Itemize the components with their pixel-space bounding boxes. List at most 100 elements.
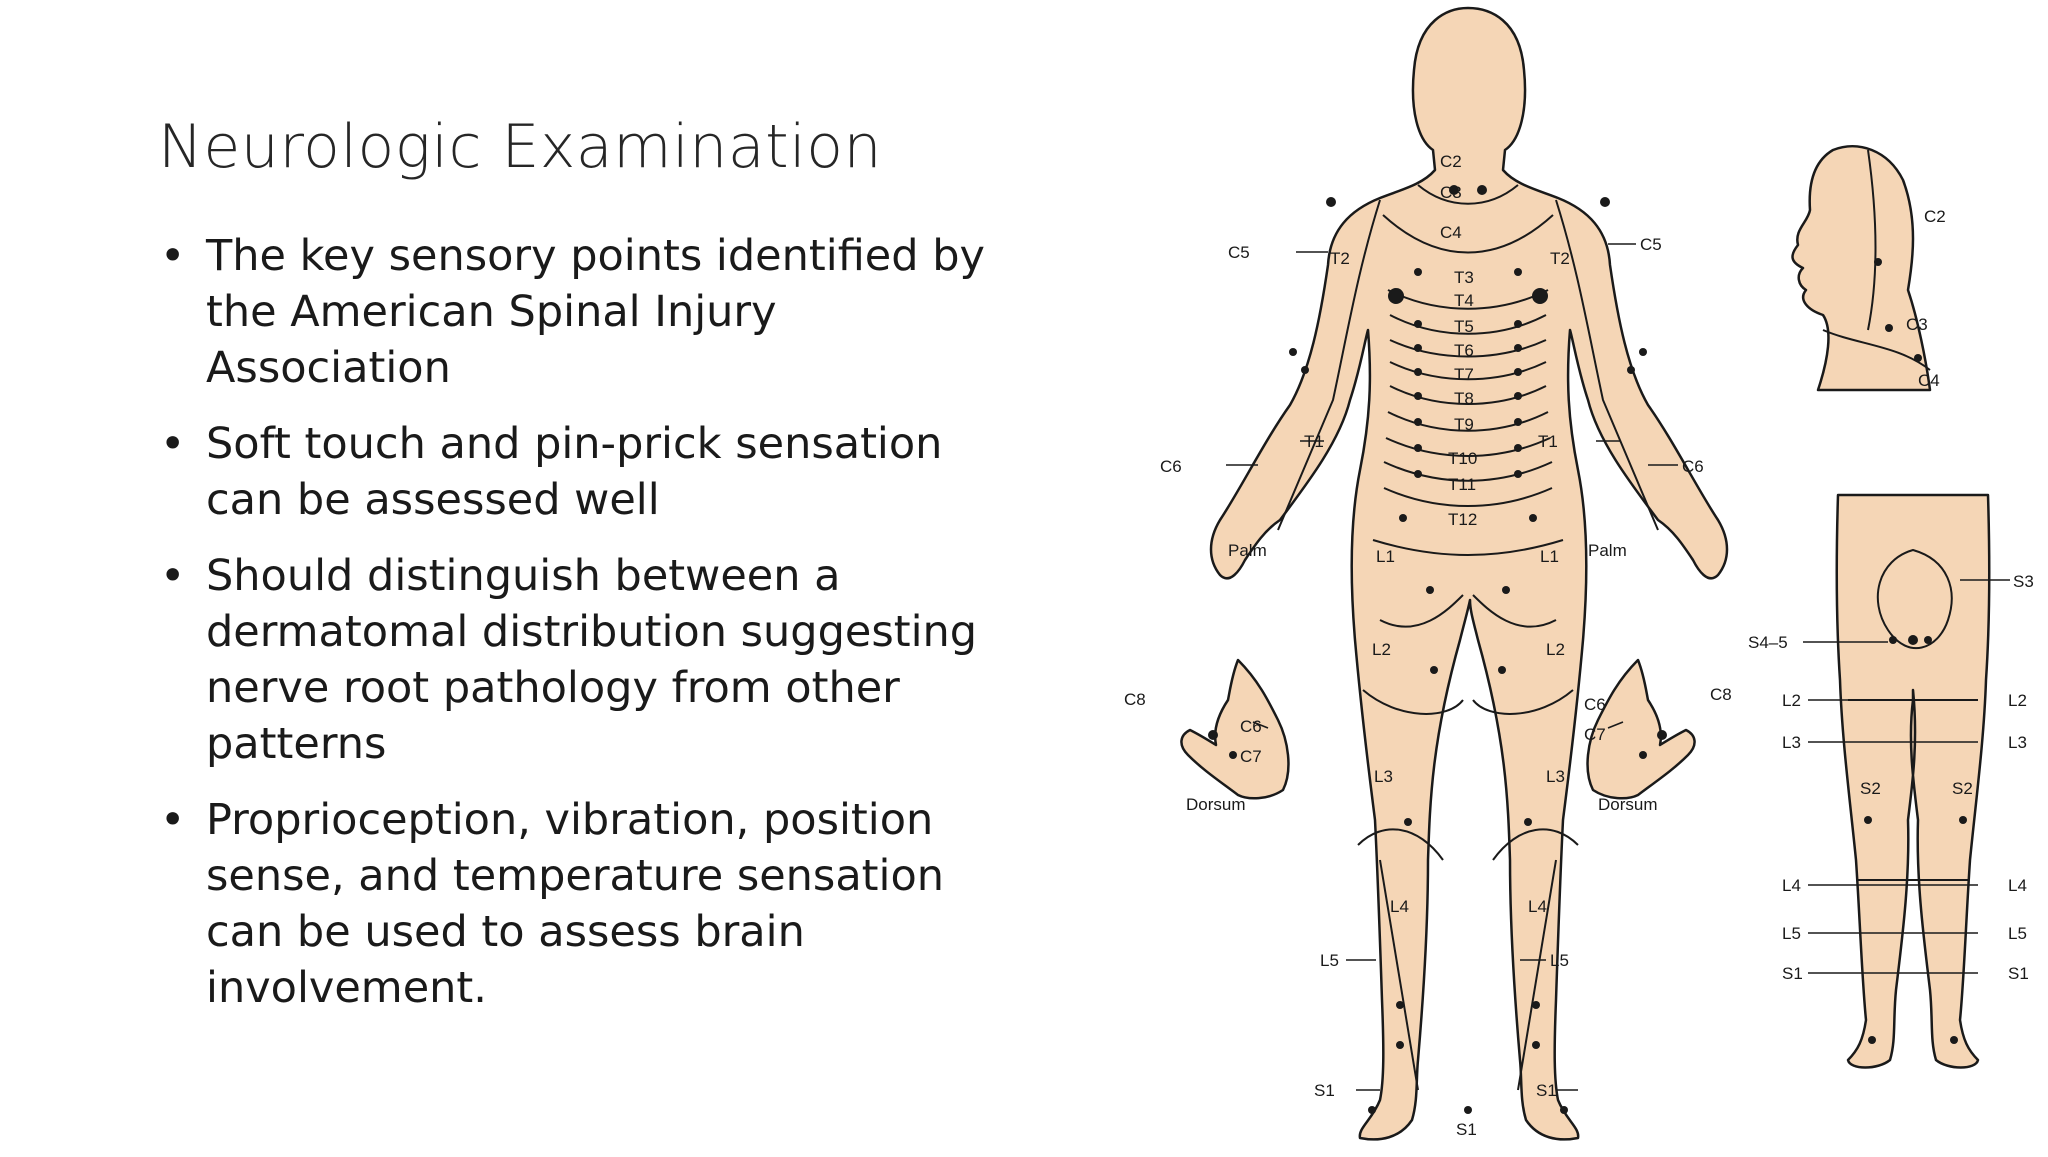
key-point <box>1368 1106 1376 1114</box>
key-point <box>1208 730 1218 740</box>
label-side-c2: C2 <box>1924 207 1946 226</box>
label-s2-back-right: S2 <box>1952 779 1973 798</box>
boundary-t4-t5 <box>1389 314 1547 335</box>
key-point <box>1514 444 1522 452</box>
boundary-l3-l4-right <box>1492 828 1579 861</box>
key-point <box>1502 586 1510 594</box>
key-point <box>1404 818 1412 826</box>
label-l3-back-left: L3 <box>1782 733 1801 752</box>
label-side-c3: C3 <box>1906 315 1928 334</box>
bullet-text: Should distinguish between a dermatomal … <box>206 551 978 769</box>
key-point <box>1388 288 1404 304</box>
bullet-item: •The key sensory points identified by th… <box>158 228 1018 396</box>
key-point <box>1514 392 1522 400</box>
bullet-text: Soft touch and pin-prick sensation can b… <box>206 419 943 525</box>
label-s45: S4–5 <box>1748 633 1788 652</box>
dermatome-diagram: C2 C3 C4 C5 C5 T2 T2 T3 T4 T5 T6 T7 T8 T… <box>1124 6 2034 1141</box>
key-point <box>1639 348 1647 356</box>
label-l4-back-right: L4 <box>2008 876 2027 895</box>
boundary-back-perineum <box>1876 548 1953 650</box>
sensory-key-points <box>1208 185 1967 1114</box>
key-point <box>1229 751 1237 759</box>
boundary-t10-t11 <box>1383 461 1553 482</box>
label-s1-right: S1 <box>1536 1081 1557 1100</box>
key-point <box>1657 730 1667 740</box>
label-dorsum-left: Dorsum <box>1186 795 1246 814</box>
label-t1-right: T1 <box>1538 432 1558 451</box>
key-point <box>1874 258 1882 266</box>
label-l3-left: L3 <box>1374 767 1393 786</box>
key-point <box>1889 636 1897 644</box>
side-head-silhouette <box>1791 145 1932 392</box>
key-point <box>1301 366 1309 374</box>
key-point <box>1914 354 1922 362</box>
label-t3: T3 <box>1454 268 1474 287</box>
label-l5-back-left: L5 <box>1782 924 1801 943</box>
leader-line <box>1252 721 1269 729</box>
boundary-t5-t6 <box>1389 339 1547 358</box>
label-l5-back-right: L5 <box>2008 924 2027 943</box>
key-point <box>1430 666 1438 674</box>
key-point <box>1396 1041 1404 1049</box>
bullet-item: •Proprioception, vibration, position sen… <box>158 792 1018 1016</box>
key-point <box>1532 288 1548 304</box>
dermatome-figure: C2 C3 C4 C5 C5 T2 T2 T3 T4 T5 T6 T7 T8 T… <box>1118 0 2048 1152</box>
dermatome-boundaries <box>1277 149 1978 1091</box>
boundary-t7-t8 <box>1389 385 1547 405</box>
key-point <box>1464 1106 1472 1114</box>
key-point <box>1414 392 1422 400</box>
boundary-t9-t10 <box>1385 437 1551 457</box>
key-point <box>1864 816 1872 824</box>
key-point <box>1529 514 1537 522</box>
label-leader-lines <box>1226 243 2010 1091</box>
label-c8-right: C8 <box>1710 685 1732 704</box>
bullet-marker: • <box>160 231 186 281</box>
bullet-marker: • <box>160 551 186 601</box>
label-t1-left: T1 <box>1304 432 1324 451</box>
right-hand-silhouette <box>1586 658 1696 800</box>
boundary-t6-t7 <box>1389 361 1547 381</box>
key-point <box>1414 368 1422 376</box>
key-point <box>1514 470 1522 478</box>
left-hand-silhouette <box>1180 658 1290 800</box>
label-t4: T4 <box>1454 291 1474 310</box>
label-t8: T8 <box>1454 389 1474 408</box>
bullet-item: •Soft touch and pin-prick sensation can … <box>158 416 1018 528</box>
label-s1-center: S1 <box>1456 1120 1477 1139</box>
label-c7-hand-right: C7 <box>1584 725 1606 744</box>
key-point <box>1414 418 1422 426</box>
key-point <box>1514 368 1522 376</box>
key-point <box>1868 1036 1876 1044</box>
back-body-silhouette <box>1835 493 1991 1069</box>
label-t11: T11 <box>1448 475 1476 494</box>
key-point <box>1414 344 1422 352</box>
key-point <box>1514 268 1522 276</box>
boundary-l4-l5-right <box>1517 859 1557 1091</box>
key-point <box>1600 197 1610 207</box>
leader-line <box>1607 721 1624 729</box>
boundary-side-c3 <box>1822 329 1931 371</box>
key-point <box>1414 470 1422 478</box>
label-l2-right: L2 <box>1546 640 1565 659</box>
label-l4-left: L4 <box>1390 897 1409 916</box>
boundary-l4-l5-left <box>1379 859 1419 1091</box>
boundary-arm-right <box>1555 199 1659 531</box>
boundary-t8-t9 <box>1387 411 1549 432</box>
boundary-l2-l3 <box>1362 689 1574 715</box>
label-s1-back-left: S1 <box>1782 964 1803 983</box>
bullet-marker: • <box>160 795 186 845</box>
key-point <box>1908 635 1918 645</box>
key-point <box>1532 1001 1540 1009</box>
label-t12: T12 <box>1448 510 1477 529</box>
label-l4-back-left: L4 <box>1782 876 1801 895</box>
key-point <box>1560 1106 1568 1114</box>
bullet-item: • Should distinguish between a dermatomal… <box>158 548 1018 772</box>
label-s1-back-right: S1 <box>2008 964 2029 983</box>
dermatome-labels: C2 C3 C4 C5 C5 T2 T2 T3 T4 T5 T6 T7 T8 T… <box>1124 152 2034 1139</box>
label-t2-left: T2 <box>1330 249 1350 268</box>
label-c2: C2 <box>1440 152 1462 171</box>
key-point <box>1514 418 1522 426</box>
label-l3-back-right: L3 <box>2008 733 2027 752</box>
label-l3-right: L3 <box>1546 767 1565 786</box>
boundary-side-c2 <box>1867 149 1877 331</box>
